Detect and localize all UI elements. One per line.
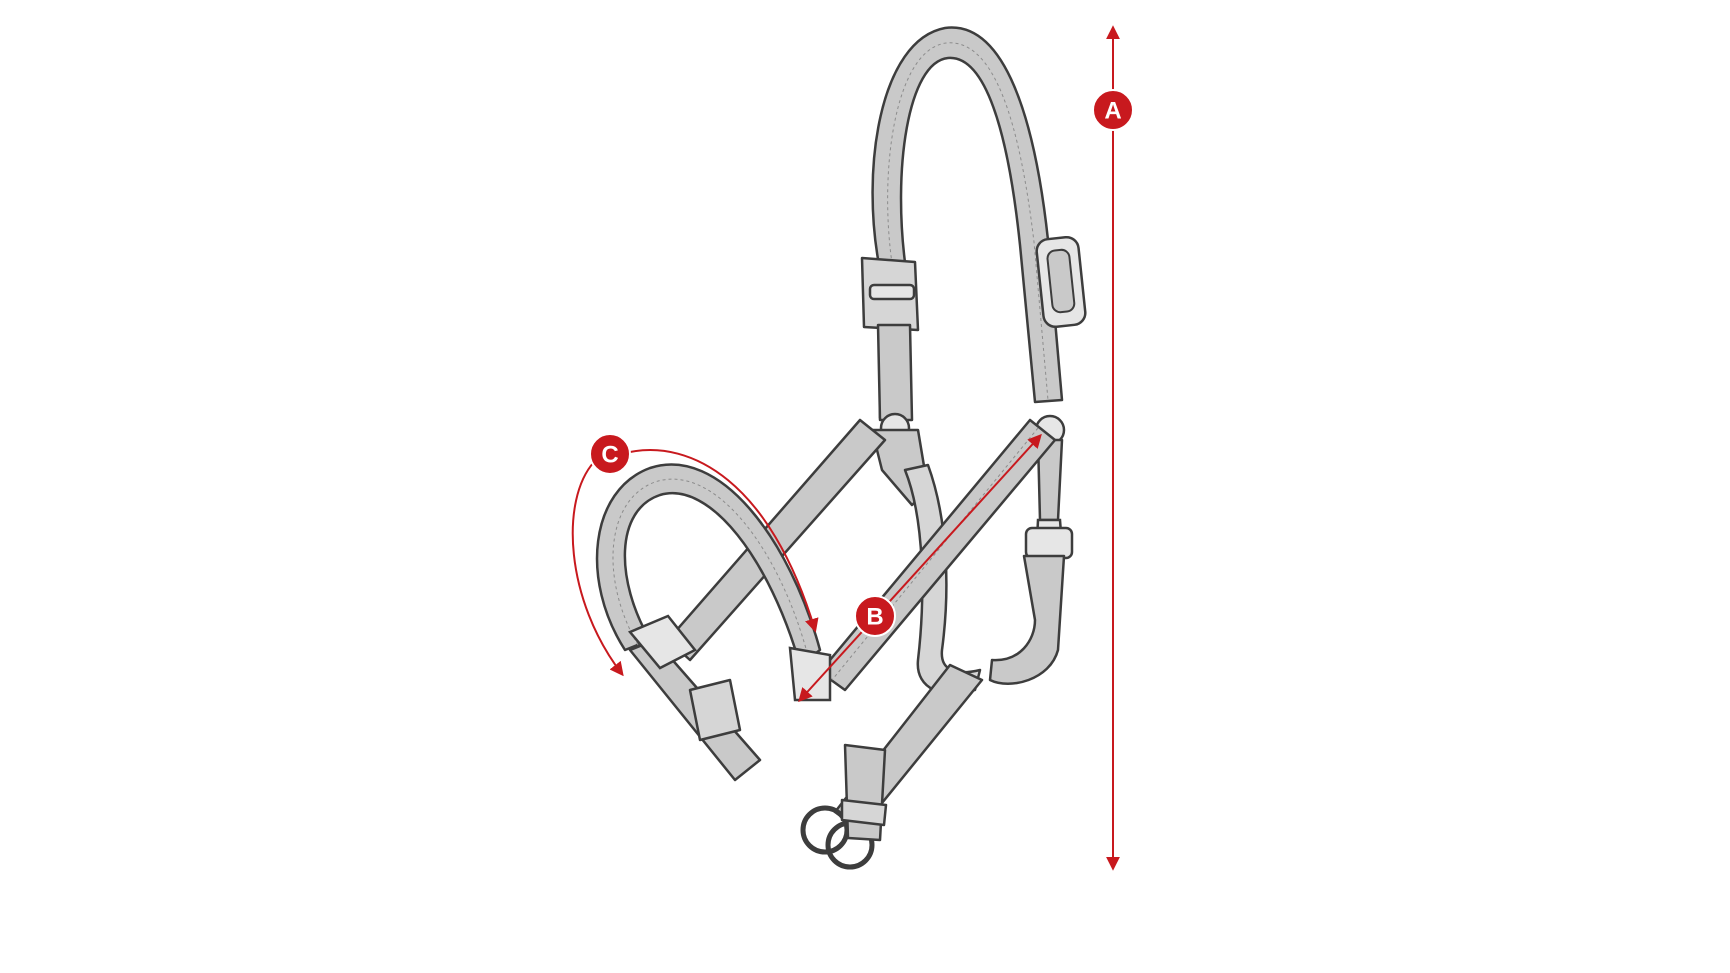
marker-a-badge — [1092, 89, 1134, 131]
marker-b-badge — [854, 595, 896, 637]
crown-buckle — [1035, 235, 1087, 329]
measurement-b: B — [798, 433, 1042, 703]
noseband — [595, 463, 822, 782]
measurement-a: A — [1092, 25, 1134, 871]
marker-a-label: A — [1104, 98, 1121, 125]
measurement-b-line — [798, 433, 1042, 703]
marker-b-label: B — [866, 604, 883, 631]
measurement-c-arc-upper — [629, 449, 819, 633]
left-cheek-buckle — [860, 256, 920, 332]
chin-rings — [800, 743, 888, 870]
measurement-c-arc-lower — [571, 461, 624, 677]
measurement-c: C — [571, 433, 819, 677]
crown-piece — [871, 26, 1064, 422]
marker-c-label: C — [601, 442, 618, 469]
marker-c-badge — [589, 433, 631, 475]
